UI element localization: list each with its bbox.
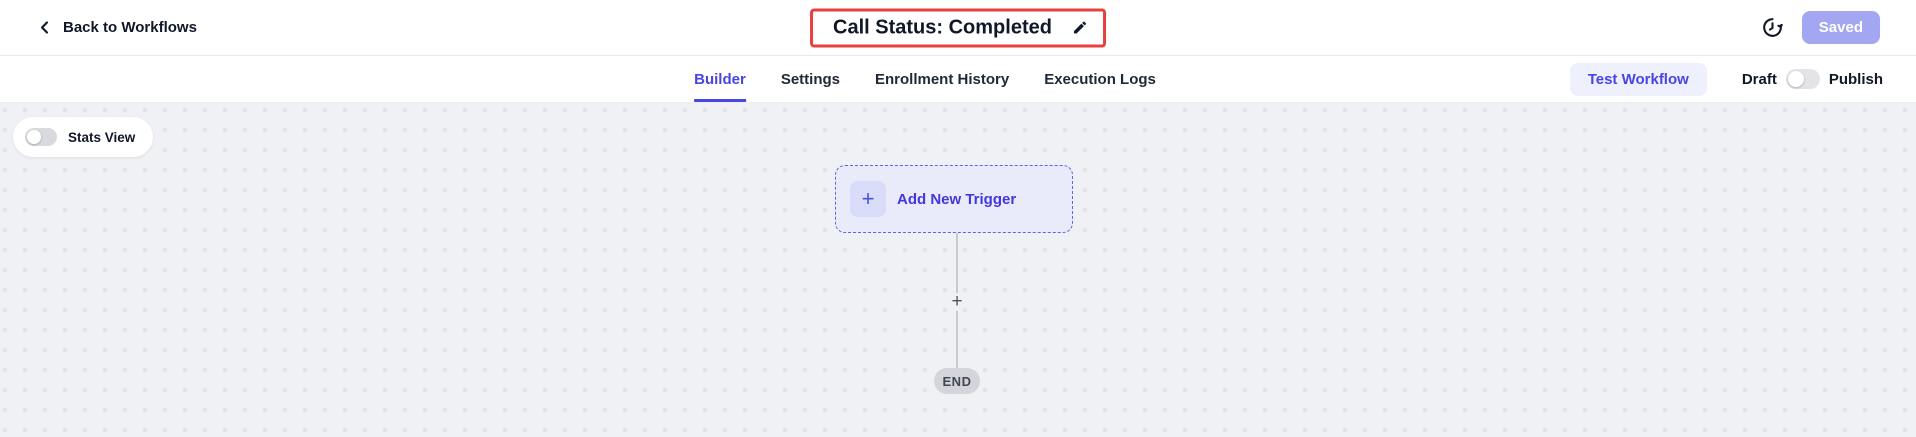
workflow-canvas[interactable]: Stats View + Add New Trigger + END [0, 103, 1916, 437]
saved-button[interactable]: Saved [1801, 11, 1880, 44]
end-node: END [934, 368, 980, 394]
publish-label: Publish [1828, 70, 1883, 88]
connector-line-top [956, 233, 958, 293]
version-history-button[interactable] [1760, 15, 1786, 41]
plus-icon: + [850, 181, 886, 217]
stats-view-toggle-knob [27, 130, 41, 144]
publish-toggle-knob [1787, 71, 1804, 87]
workflow-connector: + END [934, 233, 980, 394]
back-to-workflows-button[interactable]: Back to Workflows [36, 19, 197, 36]
test-workflow-button[interactable]: Test Workflow [1569, 62, 1707, 96]
connector-line-bottom [956, 311, 958, 368]
tab-bar: Builder Settings Enrollment History Exec… [0, 56, 1916, 103]
tab-bar-actions: Test Workflow Draft Publish [1569, 56, 1883, 102]
top-bar-actions: Saved [1760, 11, 1880, 44]
workflow-title-highlight: Call Status: Completed [810, 8, 1106, 47]
publish-toggle-group: Draft Publish [1742, 69, 1883, 89]
tab-execution-logs[interactable]: Execution Logs [1044, 70, 1156, 88]
tab-settings[interactable]: Settings [780, 70, 840, 88]
add-new-trigger-node[interactable]: + Add New Trigger [835, 165, 1073, 233]
tab-builder[interactable]: Builder [694, 56, 746, 102]
pencil-icon[interactable] [1072, 20, 1088, 36]
add-new-trigger-label: Add New Trigger [897, 190, 1017, 208]
stats-view-toggle[interactable] [25, 128, 57, 146]
stats-view-label: Stats View [68, 129, 136, 145]
back-label: Back to Workflows [63, 19, 197, 36]
top-bar: Back to Workflows Call Status: Completed [0, 0, 1916, 56]
add-step-plus-icon[interactable]: + [951, 291, 963, 312]
tabs-group: Builder Settings Enrollment History Exec… [694, 56, 1156, 102]
chevron-left-icon [36, 19, 53, 36]
publish-toggle[interactable] [1785, 69, 1820, 89]
workflow-title[interactable]: Call Status: Completed [833, 16, 1052, 38]
clock-history-icon [1760, 15, 1785, 40]
draft-label: Draft [1741, 70, 1777, 88]
tab-enrollment-history[interactable]: Enrollment History [875, 70, 1010, 88]
stats-view-toggle-pill[interactable]: Stats View [13, 117, 154, 157]
